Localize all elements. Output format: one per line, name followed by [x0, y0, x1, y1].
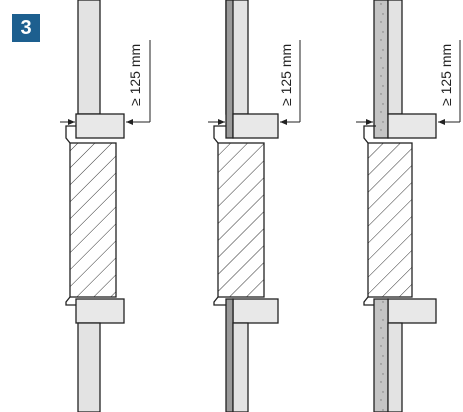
bracket-bottom — [65, 296, 78, 306]
dimension-label: ≥ 125 mm — [127, 44, 143, 106]
bracket-bottom — [213, 296, 228, 306]
frame-sill — [232, 298, 279, 324]
frame-sill — [387, 298, 437, 324]
bracket-top — [363, 125, 376, 144]
hatched-element — [69, 142, 117, 298]
wall-upper — [77, 0, 101, 115]
wall-lower — [77, 322, 101, 412]
bracket-top — [213, 125, 226, 144]
step-number-badge: 3 — [12, 14, 40, 42]
frame-head — [387, 113, 437, 139]
insulation-lower — [373, 298, 389, 412]
insulation-upper — [373, 0, 389, 139]
dimension-label: ≥ 125 mm — [278, 44, 294, 106]
wall-lower — [387, 322, 403, 412]
panel-facing-strip-wall: ≥ 125 mm — [208, 0, 301, 412]
frame-head — [232, 113, 279, 139]
panel-plain-wall: ≥ 125 mm — [60, 0, 151, 412]
panel-insulated-wall: ≥ 125 mm — [356, 0, 461, 412]
bracket-top — [65, 125, 76, 144]
dimension-label: ≥ 125 mm — [438, 44, 454, 106]
wall-lower — [232, 322, 249, 412]
bracket-bottom — [363, 296, 378, 306]
facing-strip-lower — [225, 298, 234, 412]
hatched-element — [217, 142, 265, 298]
wall-upper — [387, 0, 403, 115]
hatched-element — [367, 142, 413, 298]
frame-sill — [75, 298, 125, 324]
frame-head — [75, 113, 125, 139]
facing-strip-upper — [225, 0, 234, 139]
